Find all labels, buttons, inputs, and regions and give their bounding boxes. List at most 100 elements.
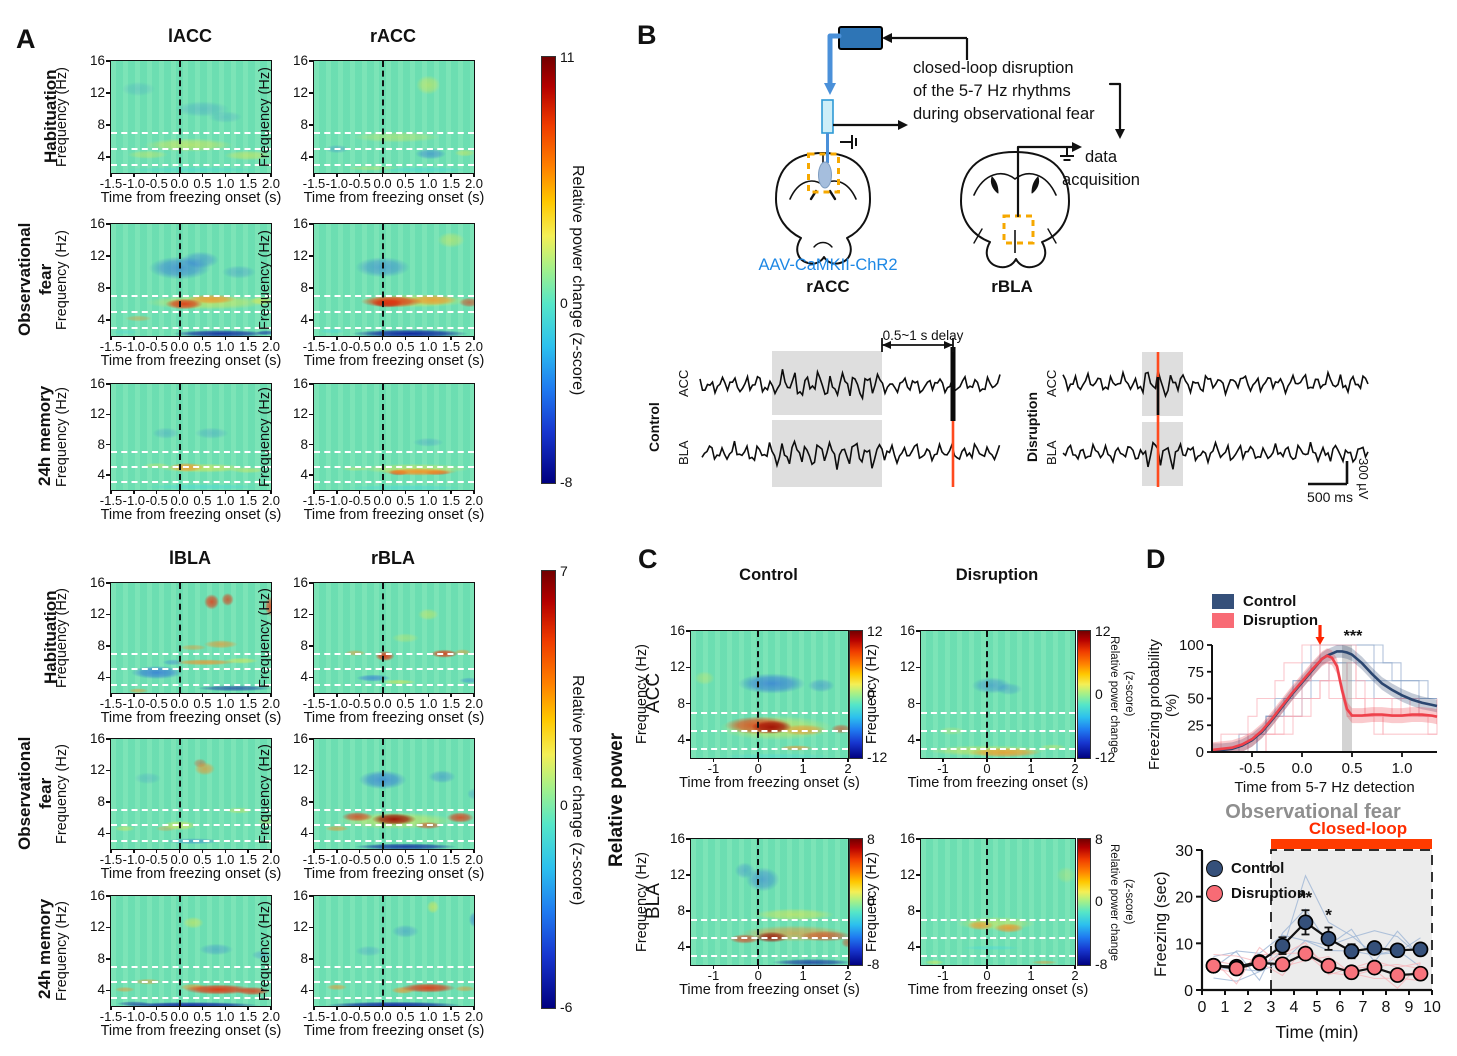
- control-line: [1213, 920, 1421, 968]
- x-tick-label: 2: [844, 968, 852, 983]
- dashed-freq-line: [314, 824, 474, 827]
- x-tick-mark: [155, 336, 158, 340]
- colorbar-zero-label: 0: [867, 893, 875, 909]
- y-tick-label: 4: [97, 149, 105, 164]
- chart-text: *: [1325, 905, 1332, 924]
- x-tick-mark: [381, 693, 384, 697]
- x-tick-label: 2.0: [261, 339, 281, 354]
- y-tick-mark: [309, 92, 314, 94]
- x-tick-label: -1.0: [122, 696, 146, 711]
- rbla-brain-outline: [960, 151, 1070, 269]
- x-tick-label: 2.0: [464, 696, 484, 711]
- dashed-freq-line: [111, 652, 271, 655]
- x-tick-mark: [224, 173, 227, 177]
- x-tick-mark: [201, 490, 204, 494]
- x-tick-mark: [381, 490, 384, 494]
- freezing-onset-line: [757, 631, 760, 758]
- c-colorbar-label-acc: Relative power change (z-score): [1106, 624, 1140, 764]
- x-tick-mark: [986, 758, 988, 762]
- panel-a-label: A: [16, 24, 36, 54]
- y-tick-mark: [106, 255, 111, 257]
- individual-animal-trace: [1213, 930, 1421, 982]
- y-tick-label: 16: [89, 53, 105, 68]
- colorbar-bla-group-label: Relative power change (z-score): [569, 674, 586, 906]
- disruption-line: [1213, 952, 1421, 977]
- colorbar-zero-label: 0: [560, 294, 568, 311]
- column-title-racc: rACC: [369, 26, 416, 46]
- x-tick-label: 0.5: [193, 852, 212, 867]
- control-marker: [1343, 943, 1360, 960]
- y-tick-mark: [106, 474, 111, 476]
- dashed-freq-line: [111, 981, 271, 984]
- x-tick-label: -1.0: [122, 1009, 146, 1024]
- x-tick-mark: [450, 693, 452, 697]
- x-tick-mark: [178, 849, 181, 853]
- y-tick-label: 4: [907, 939, 915, 954]
- x-tick-label: 2.0: [261, 852, 281, 867]
- x-tick-mark: [404, 693, 407, 697]
- x-axis-label: Time from freezing onset (s): [100, 507, 282, 523]
- x-axis-label: Time from freezing onset (s): [303, 1023, 485, 1039]
- x-tick-label: 0.0: [170, 852, 189, 867]
- x-tick-mark: [178, 490, 181, 494]
- x-tick-label: 1.5: [239, 493, 258, 508]
- x-tick-mark: [270, 849, 272, 853]
- dashed-freq-line: [111, 997, 271, 1000]
- chart-text: 1.0: [1392, 760, 1413, 777]
- freezing-onset-line: [381, 896, 384, 1006]
- x-tick-mark: [358, 693, 361, 697]
- freezing-onset-line: [986, 839, 988, 965]
- dashed-freq-line: [314, 840, 474, 843]
- x-axis-label: Time from freezing onset (s): [303, 710, 485, 726]
- detection-arrow-head: [1315, 637, 1325, 645]
- c-colorbar-label-bla-line2: (z-score): [1123, 879, 1135, 925]
- x-tick-mark: [404, 849, 407, 853]
- y-tick-label: 8: [300, 637, 308, 653]
- y-axis-label: Frequency (Hz): [257, 67, 273, 167]
- chart-text: 0: [1198, 999, 1207, 1016]
- y-tick-mark: [309, 60, 314, 62]
- x-tick-label: -1: [707, 761, 720, 776]
- y-tick-label: 8: [97, 950, 105, 966]
- delay-arrowhead-left: [882, 341, 891, 349]
- y-tick-mark: [686, 910, 691, 912]
- disruption-mean-line: [1211, 654, 1438, 752]
- freezing-onset-line: [178, 61, 181, 173]
- x-tick-mark: [133, 693, 135, 697]
- x-tick-mark: [133, 173, 135, 177]
- x-tick-label: 2: [1071, 968, 1079, 983]
- disruption-traces-label: Disruption: [1024, 392, 1040, 462]
- y-tick-mark: [106, 738, 111, 740]
- closed-loop-caption: closed-loop disruption of the 5-7 Hz rhy…: [913, 57, 1143, 126]
- x-tick-mark: [247, 1006, 249, 1010]
- chart-text: ***: [1344, 628, 1363, 645]
- y-tick-label: 4: [97, 825, 105, 841]
- y-tick-label: 12: [89, 248, 105, 263]
- x-tick-label: -1.5: [302, 696, 326, 711]
- y-tick-mark: [309, 832, 314, 835]
- y-tick-label: 4: [300, 312, 308, 327]
- x-tick-label: 1.5: [239, 1009, 258, 1024]
- chart-text: 10: [1423, 999, 1441, 1016]
- x-tick-mark: [450, 849, 452, 853]
- freezing-onset-line: [178, 896, 181, 1006]
- delay-arrowhead-right: [944, 341, 953, 349]
- x-tick-label: 0.5: [396, 339, 415, 354]
- x-tick-label: 1.0: [216, 1009, 235, 1024]
- dashed-freq-line: [314, 327, 474, 329]
- y-axis-label: Frequency (Hz): [54, 230, 70, 330]
- individual-animal-trace: [1213, 874, 1421, 972]
- x-tick-mark: [313, 336, 315, 340]
- x-tick-label: 1: [799, 761, 807, 776]
- x-tick-label: 2.0: [261, 176, 281, 191]
- y-tick-mark: [106, 124, 111, 126]
